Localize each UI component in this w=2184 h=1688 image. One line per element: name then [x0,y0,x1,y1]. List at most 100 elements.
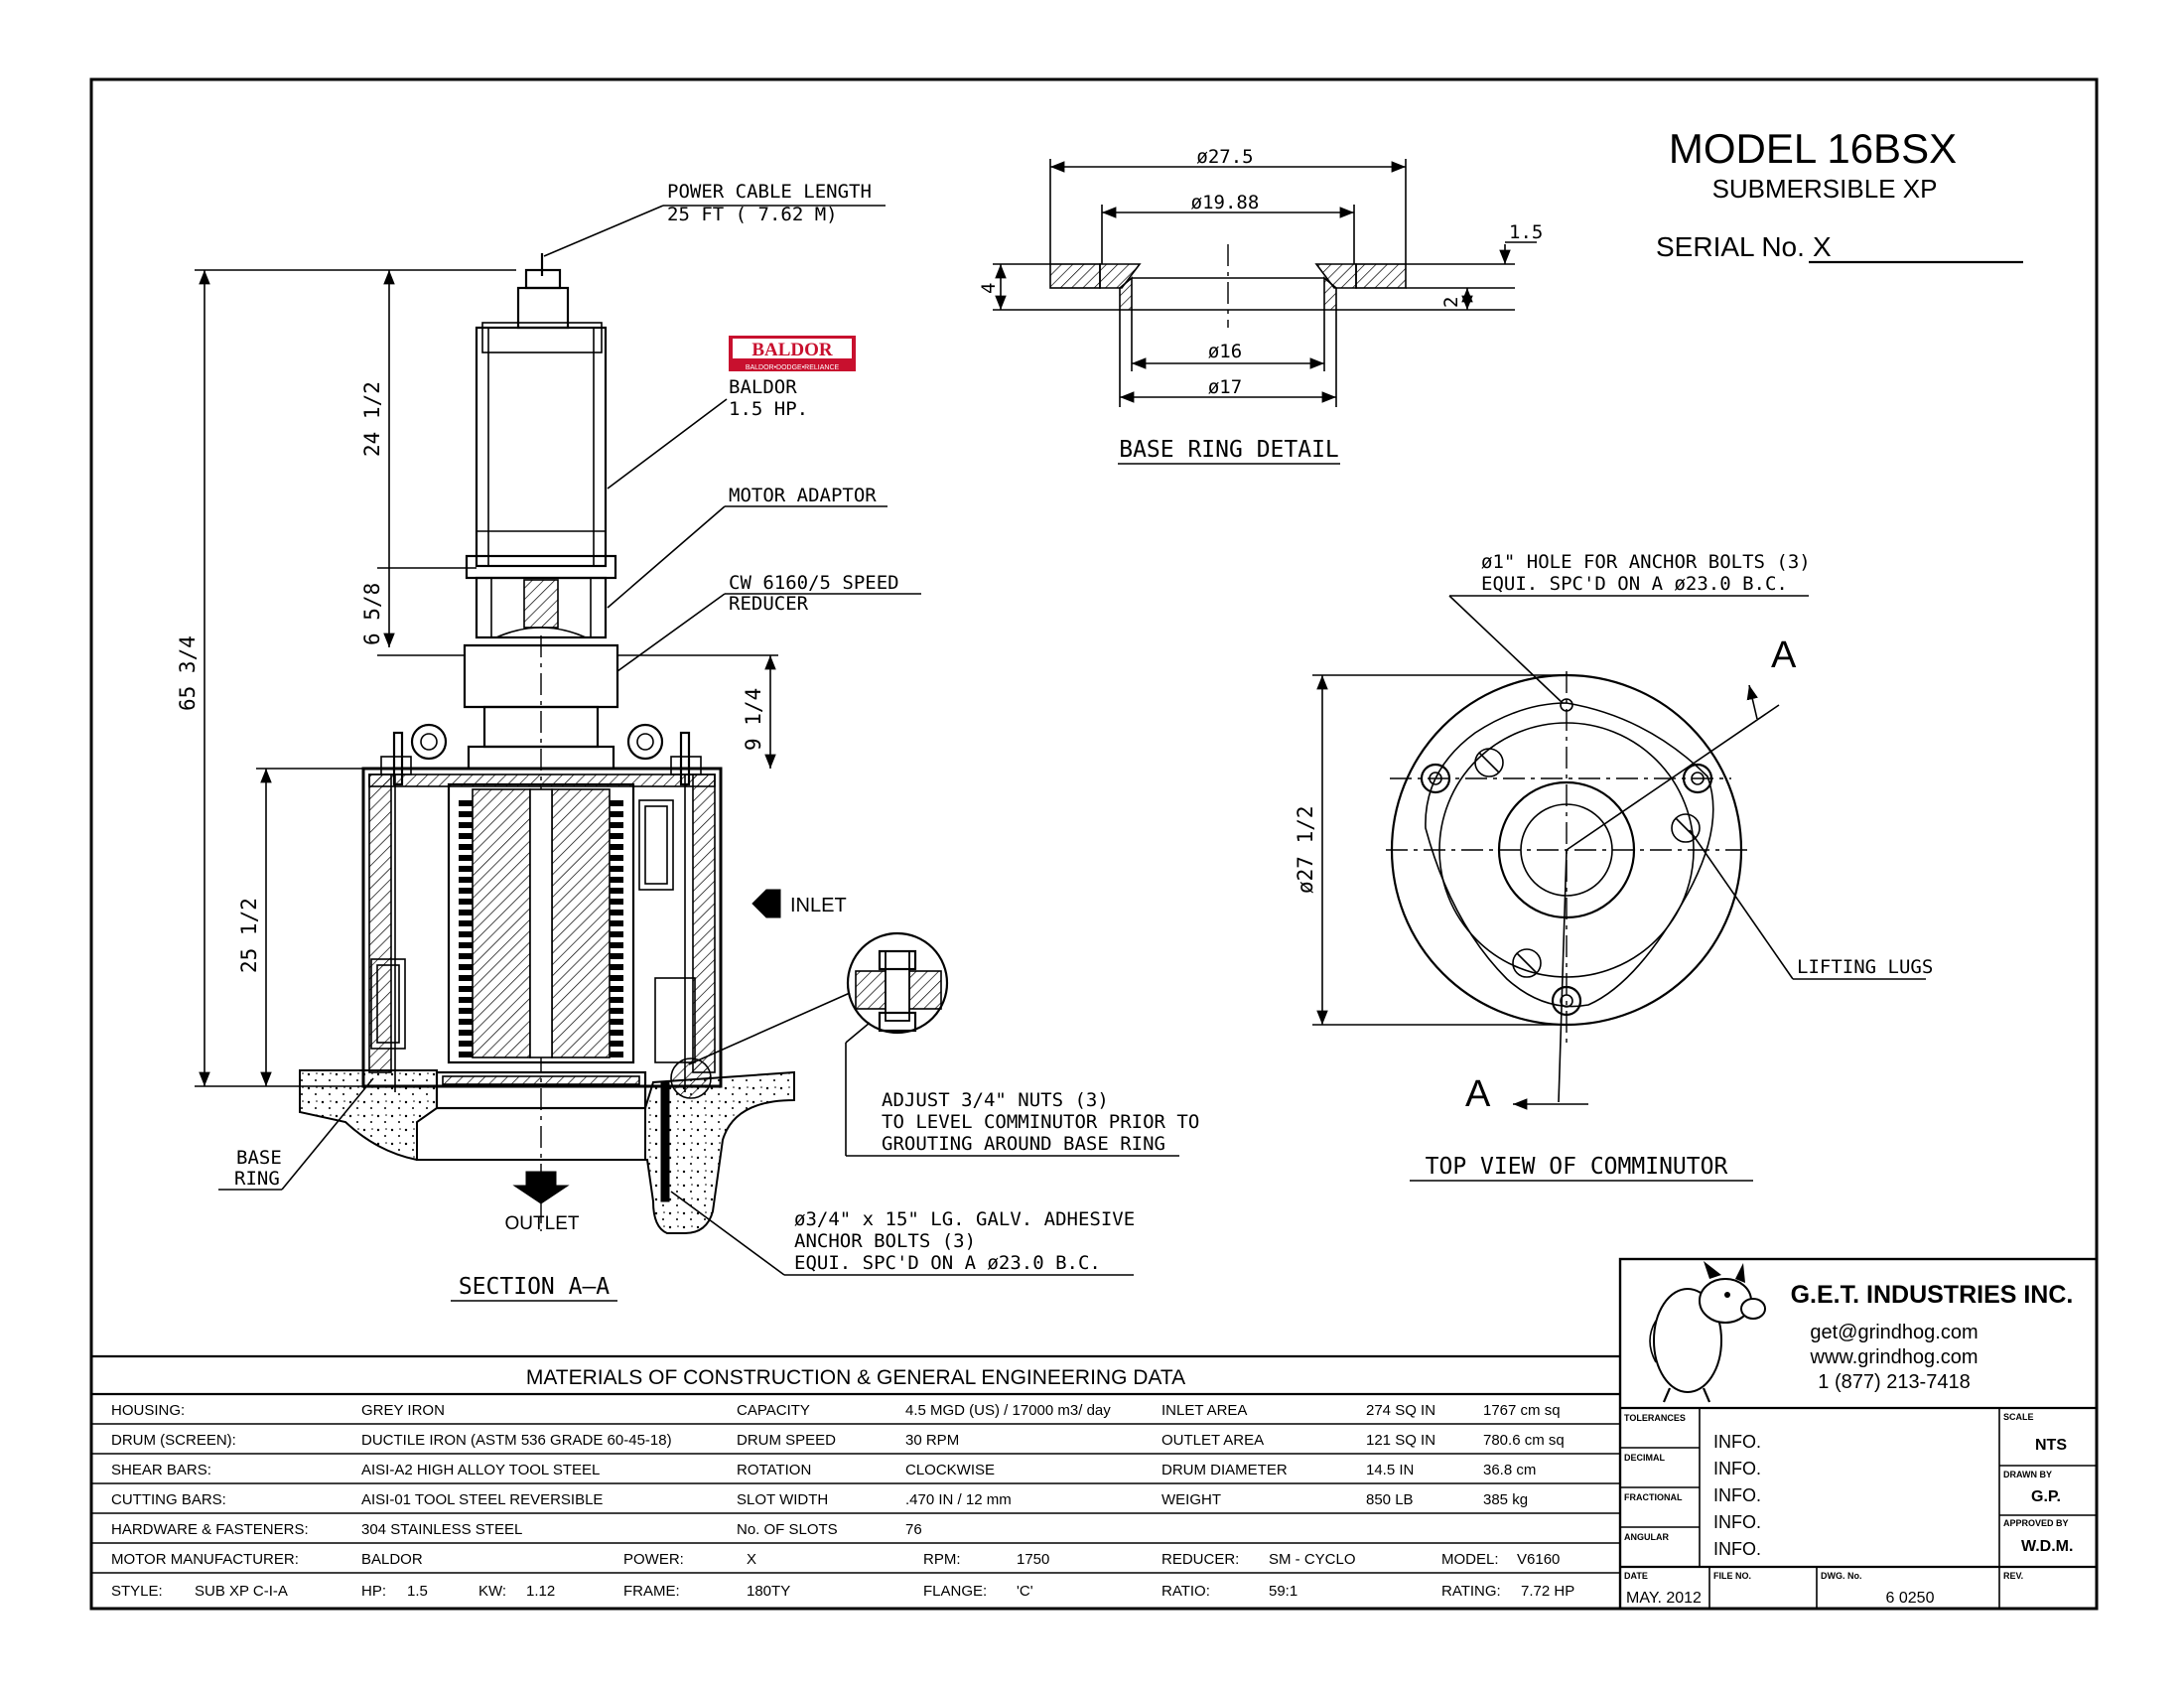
drum-tooth [459,822,473,828]
base-ring-label-1: BASE [236,1147,282,1169]
top-view-triangle-plate [1425,702,1714,1008]
drum-tooth [610,997,623,1003]
drum-tooth [610,953,623,959]
drum-tooth [610,844,623,850]
motor-row-rpm: 1750 [1017,1551,1049,1568]
spec2-label: INLET AREA [1161,1402,1247,1419]
drum-tooth [610,833,623,839]
style-row-rating-label: RATING: [1441,1583,1501,1600]
style-row-style: SUB XP C-I-A [195,1583,288,1600]
drum-tooth [459,866,473,872]
drum-tooth [459,910,473,915]
serial-label: SERIAL No. [1656,231,1805,262]
anchor-hole-label-2: EQUI. SPC'D ON A ø23.0 B.C. [1481,573,1788,595]
style-row-kw: 1.12 [526,1583,555,1600]
drum-tooth [610,1019,623,1025]
drum-tooth [610,1008,623,1014]
material-label: CUTTING BARS: [111,1491,226,1508]
motor-label-2: 1.5 HP. [729,398,808,420]
spec2-metric: 36.8 cm [1483,1462,1536,1478]
style-row-frame: 180TY [747,1583,790,1600]
material-label: DRUM (SCREEN): [111,1432,236,1449]
drum-tooth [610,931,623,937]
inlet-label: INLET [790,895,847,916]
drum-tooth [610,964,623,970]
top-view: A A ø27 1/2 ø1" HOLE FOR ANCHOR BOLTS (3… [1294,551,1933,1182]
drum-tooth [459,899,473,905]
drum-tooth [459,877,473,883]
info-row: INFO. [1713,1485,1761,1505]
style-row-hp: 1.5 [407,1583,428,1600]
lifting-lugs-label: LIFTING LUGS [1797,956,1933,978]
material-value: 304 STAINLESS STEEL [361,1521,522,1538]
company-email: get@grindhog.com [1810,1322,1978,1343]
dim-overall: 65 3/4 [176,635,200,711]
anchor-label-2: ANCHOR BOLTS (3) [794,1230,976,1252]
dim-inner: ø16 [1208,341,1242,362]
material-value: DUCTILE IRON (ASTM 536 GRADE 60-45-18) [361,1432,672,1449]
spec2-metric: 780.6 cm sq [1483,1432,1565,1449]
info-row: INFO. [1713,1512,1761,1532]
dim-height-top: 1.5 [1509,221,1543,243]
base-ring-flange-right [1355,263,1407,289]
motor-row-manufacturer: BALDOR [361,1551,423,1568]
dim-drum: 25 1/2 [237,898,261,973]
model-title: MODEL 16BSX [1669,125,1957,172]
motor-body [475,326,608,568]
material-value: GREY IRON [361,1402,445,1419]
drum-tooth [610,920,623,926]
motor-row-power: X [747,1551,756,1568]
adjust-label-1: ADJUST 3/4" NUTS (3) [882,1089,1109,1111]
drum-tooth [610,899,623,905]
spec2-metric: 385 kg [1483,1491,1528,1508]
svg-text:BALDOR•DODGE•RELIANCE: BALDOR•DODGE•RELIANCE [746,364,840,371]
angular-label: ANGULAR [1624,1532,1669,1542]
motor-row-reducer: SM - CYCLO [1269,1551,1356,1568]
materials-table: MATERIALS OF CONSTRUCTION & GENERAL ENGI… [91,1354,1620,1600]
material-value: AISI-A2 HIGH ALLOY TOOL STEEL [361,1462,600,1478]
svg-text:BALDOR: BALDOR [751,340,833,360]
tolerances-label: TOLERANCES [1624,1413,1686,1423]
drum-tooth [459,986,473,992]
outlet-label: OUTLET [505,1213,580,1234]
fractional-label: FRACTIONAL [1624,1492,1683,1502]
material-label: HARDWARE & FASTENERS: [111,1521,309,1538]
detail-bubble [846,931,949,1035]
base-ring-detail-caption: BASE RING DETAIL [1119,437,1339,463]
outlet-arrow [512,1171,570,1204]
drum-tooth [610,910,623,915]
title-area: MODEL 16BSX SUBMERSIBLE XP SERIAL No. X [1656,125,2023,264]
info-row: INFO. [1713,1539,1761,1559]
drum-tooth [459,975,473,981]
drum-tooth [610,1041,623,1047]
file-no-label: FILE NO. [1713,1571,1751,1581]
top-view-caption: TOP VIEW OF COMMINUTOR [1426,1154,1728,1180]
info-row: INFO. [1713,1432,1761,1452]
motor-row-reducer-label: REDUCER: [1161,1551,1239,1568]
info-row: INFO. [1713,1459,1761,1478]
spec2-label: DRUM DIAMETER [1161,1462,1288,1478]
power-cable-label-1: POWER CABLE LENGTH [667,181,872,203]
spec2-value: 274 SQ IN [1366,1402,1435,1419]
spec-label: No. OF SLOTS [737,1521,838,1538]
dwg-no-label: DWG. No. [1821,1571,1862,1581]
drum-tooth [610,800,623,806]
material-label: HOUSING: [111,1402,185,1419]
section-caption: SECTION A—A [459,1274,610,1300]
drum-tooth [459,953,473,959]
spec2-label: OUTLET AREA [1161,1432,1264,1449]
material-value: AISI-01 TOOL STEEL REVERSIBLE [361,1491,603,1508]
decimal-label: DECIMAL [1624,1453,1665,1463]
anchor-hole-label-1: ø1" HOLE FOR ANCHOR BOLTS (3) [1481,551,1811,573]
spec-label: ROTATION [737,1462,811,1478]
style-row-ratio: 59:1 [1269,1583,1297,1600]
drum-tooth [459,811,473,817]
sheet-border [89,77,2099,1611]
motor-row-model-label: MODEL: [1441,1551,1499,1568]
dwg-no-value: 6 0250 [1886,1590,1935,1607]
motor-row-manufacturer-label: MOTOR MANUFACTURER: [111,1551,299,1568]
scale-value: NTS [2035,1437,2067,1454]
spec2-label: WEIGHT [1161,1491,1221,1508]
anchor-label-1: ø3/4" x 15" LG. GALV. ADHESIVE [794,1208,1135,1230]
